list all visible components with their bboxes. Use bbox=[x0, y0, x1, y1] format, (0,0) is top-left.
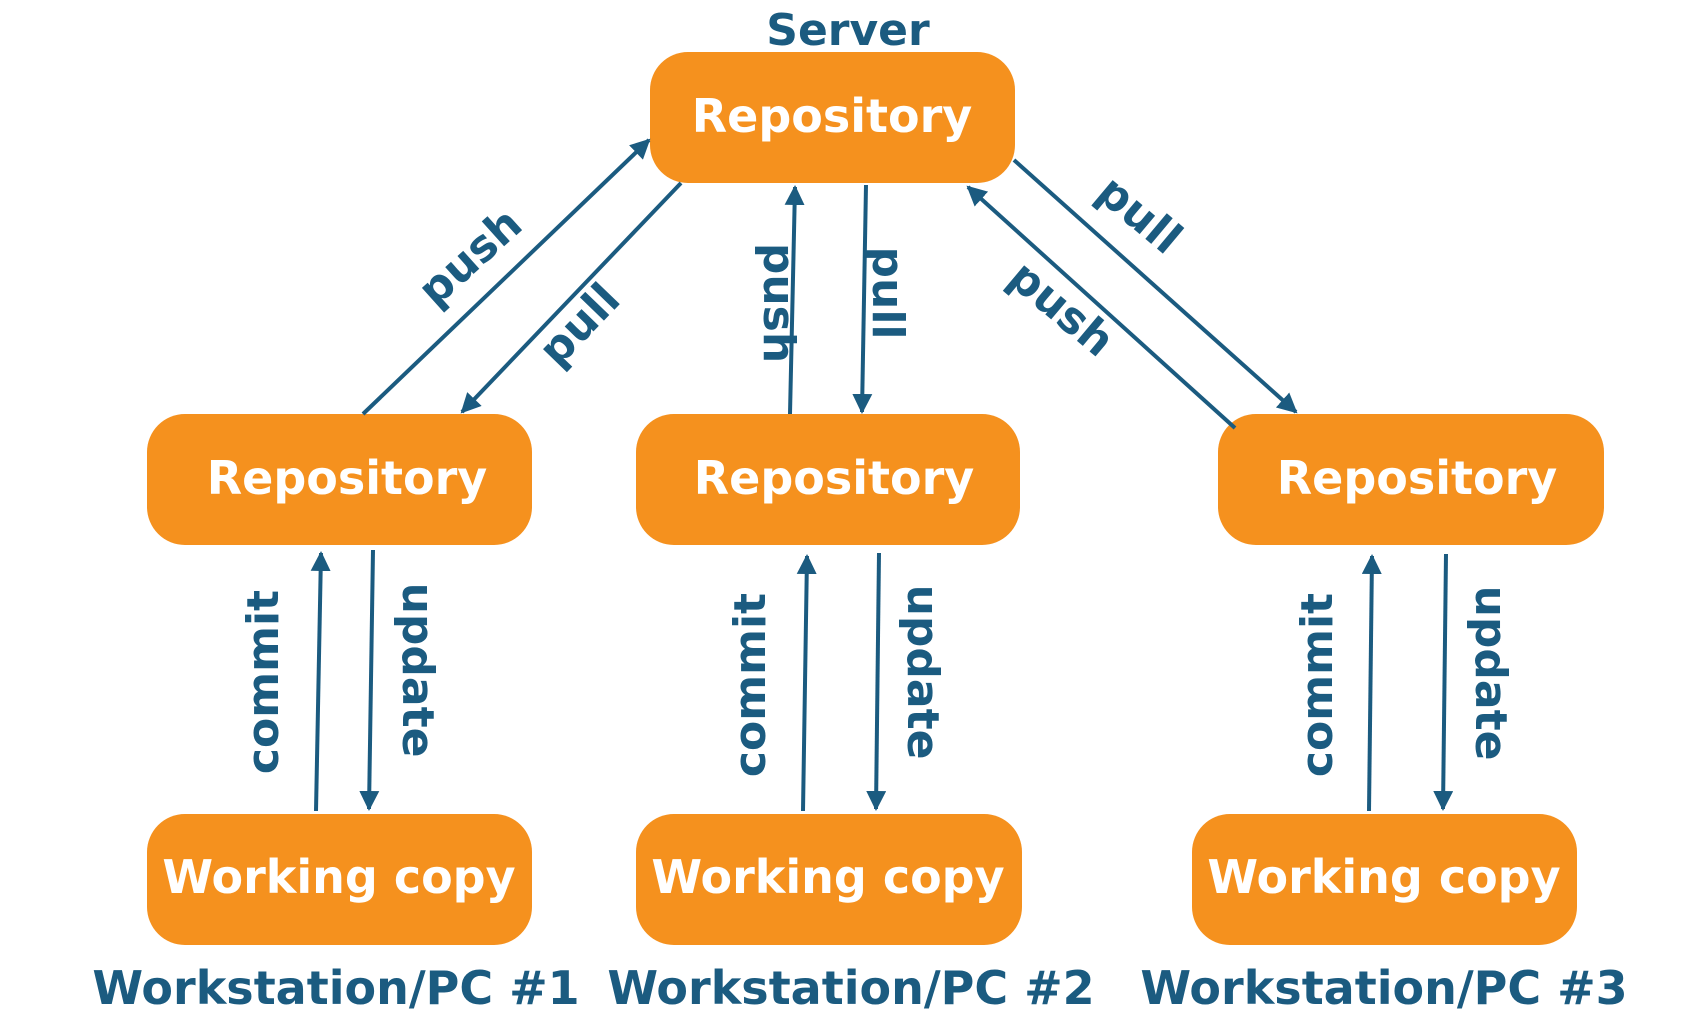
ws1-repository-node: Repository bbox=[147, 414, 532, 545]
ws2-repository-label: Repository bbox=[694, 451, 975, 505]
ws1-repository-box bbox=[147, 414, 532, 545]
ws1-push-label: push bbox=[409, 198, 533, 316]
ws2-commit-arrow bbox=[796, 554, 817, 812]
ws2-working-copy-box bbox=[636, 814, 1022, 945]
ws2-working-copy-node: Working copy bbox=[636, 814, 1022, 945]
ws2-pull-arrow bbox=[852, 184, 873, 414]
ws2-push-label: push bbox=[753, 243, 804, 363]
ws2-update-label: update bbox=[897, 585, 948, 760]
ws2-push-arrow bbox=[784, 185, 805, 415]
ws3-working-copy-box bbox=[1192, 814, 1577, 945]
ws1-pull-label: pull bbox=[529, 274, 630, 376]
ws2-pull-label: pull bbox=[862, 247, 913, 340]
ws3-pull-arrow bbox=[1012, 158, 1298, 414]
ws1-commit-label: commit bbox=[238, 590, 289, 774]
workstation-1-label: Workstation/PC #1 bbox=[92, 961, 579, 1015]
server-repository-label: Repository bbox=[692, 89, 973, 143]
workstation-3-label: Workstation/PC #3 bbox=[1140, 961, 1627, 1015]
ws1-push-arrow bbox=[361, 138, 651, 416]
ws3-update-arrow bbox=[1433, 553, 1454, 811]
ws3-push-arrow bbox=[966, 185, 1237, 430]
server-repository-node: Repository bbox=[650, 52, 1015, 183]
ws3-repository-node: Repository bbox=[1218, 414, 1604, 545]
ws3-pull-label: pull bbox=[1087, 165, 1191, 264]
ws2-working-copy-label: Working copy bbox=[651, 850, 1004, 904]
server-title: Server bbox=[766, 5, 930, 56]
ws1-repository-label: Repository bbox=[207, 451, 488, 505]
ws1-working-copy-label: Working copy bbox=[162, 850, 515, 904]
ws2-update-arrow bbox=[866, 552, 887, 811]
ws3-working-copy-node: Working copy bbox=[1192, 814, 1577, 945]
ws2-repository-box bbox=[636, 414, 1020, 545]
workstation-2-label: Workstation/PC #2 bbox=[607, 961, 1094, 1015]
ws3-commit-arrow bbox=[1361, 554, 1382, 812]
ws1-working-copy-box bbox=[147, 814, 532, 945]
ws1-working-copy-node: Working copy bbox=[147, 814, 532, 945]
ws2-repository-node: Repository bbox=[636, 414, 1020, 545]
ws2-commit-label: commit bbox=[725, 593, 776, 777]
ws3-repository-box bbox=[1218, 414, 1604, 545]
ws1-commit-arrow bbox=[310, 551, 331, 812]
ws3-commit-label: commit bbox=[1292, 593, 1343, 777]
ws3-repository-label: Repository bbox=[1277, 451, 1558, 505]
ws1-update-label: update bbox=[392, 583, 443, 758]
ws1-update-arrow bbox=[359, 549, 380, 811]
server-repository-box bbox=[650, 52, 1015, 183]
ws1-pull-arrow bbox=[460, 181, 683, 414]
ws3-update-label: update bbox=[1465, 586, 1516, 761]
ws3-working-copy-label: Working copy bbox=[1207, 850, 1560, 904]
